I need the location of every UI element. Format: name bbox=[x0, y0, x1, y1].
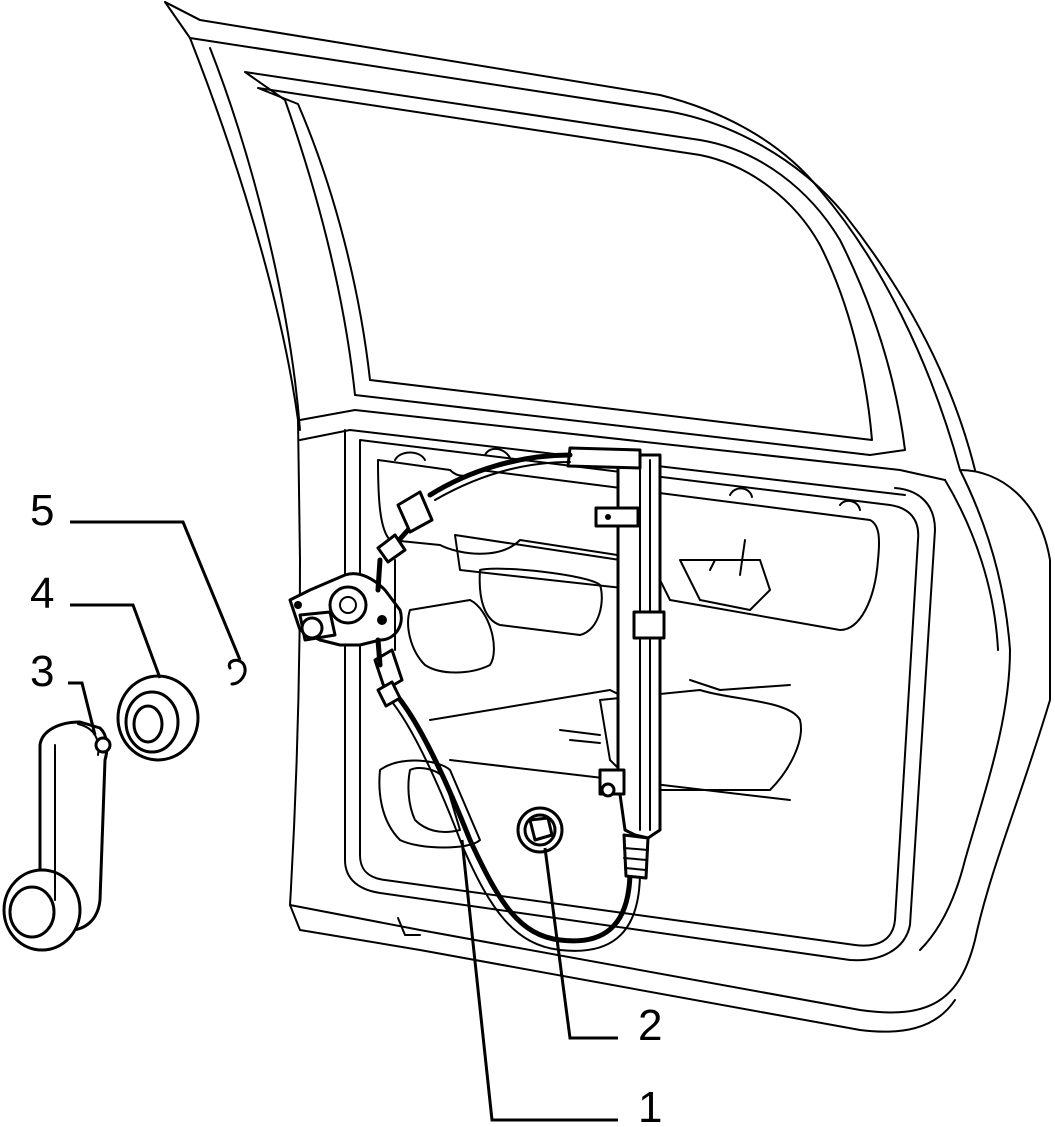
leader-2 bbox=[543, 847, 618, 1040]
callout-4: 4 bbox=[30, 569, 54, 618]
crank-bezel-part-4 bbox=[116, 674, 200, 762]
retaining-clip-part-5 bbox=[227, 658, 247, 686]
fixing-nut-part-2 bbox=[516, 806, 564, 854]
callout-5: 5 bbox=[30, 486, 54, 535]
callout-2: 2 bbox=[638, 1001, 662, 1050]
callout-3: 3 bbox=[30, 647, 54, 696]
window-crank-handle-part-3 bbox=[2, 720, 112, 952]
leader-1 bbox=[460, 839, 618, 1122]
leader-3 bbox=[68, 681, 97, 736]
leader-4 bbox=[70, 603, 162, 679]
leader-5 bbox=[70, 520, 242, 661]
callout-1: 1 bbox=[638, 1083, 662, 1127]
callout-labels: 5 4 3 2 1 bbox=[30, 486, 662, 1127]
window-regulator-part-1 bbox=[288, 446, 666, 952]
leader-lines bbox=[68, 520, 618, 1122]
